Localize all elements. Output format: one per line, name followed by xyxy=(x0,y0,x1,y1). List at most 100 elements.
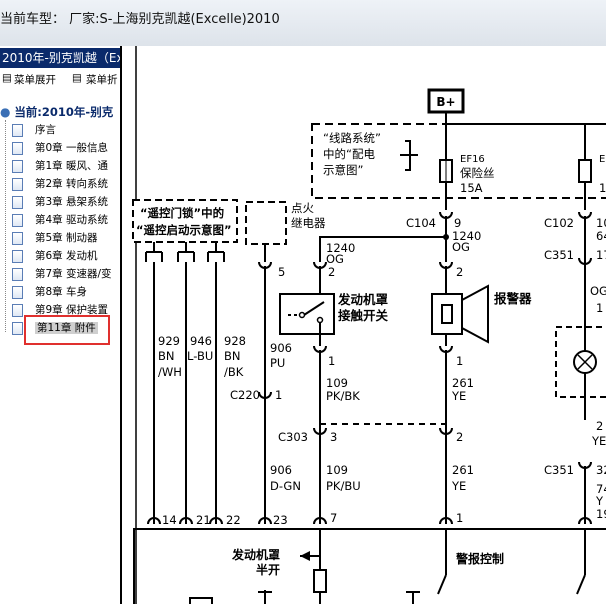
document-icon xyxy=(12,249,23,263)
tree-item-label: 第8章 车身 xyxy=(35,286,88,298)
wire-74-color: Y xyxy=(595,494,604,508)
pin-1-bottom: 1 xyxy=(456,511,463,525)
fuse-ef-right xyxy=(578,159,592,183)
circuit-ref-line2: 中的“配电 xyxy=(323,147,375,161)
document-icon xyxy=(12,159,23,173)
tree-item-ch3[interactable]: 第3章 悬架系统 xyxy=(12,194,108,210)
wiring-diagram-viewer[interactable]: B+ “线路系统” 中的“配电 示意图” EF16 保险丝 15A EF 1 C… xyxy=(120,46,606,608)
document-icon xyxy=(12,267,23,281)
wire-906b-color: D-GN xyxy=(270,479,301,493)
tree-item-label: 第7章 变速器/变 xyxy=(35,268,112,280)
tree-item-ch9[interactable]: 第9章 保护装置 xyxy=(12,302,108,318)
pin-1-c220: 1 xyxy=(275,388,282,402)
hood-switch-label-1: 发动机罩 xyxy=(337,292,389,307)
wire-64: 64 xyxy=(596,229,606,243)
connector-c220: C220 xyxy=(230,388,260,402)
pin-17: 17 xyxy=(596,248,606,262)
wire-929: 929 xyxy=(158,334,180,348)
expand-menu-icon[interactable]: ▤ xyxy=(2,72,12,84)
control-module-outline xyxy=(133,528,606,608)
wire-ye-right: YE xyxy=(591,434,606,448)
ignition-relay-outline xyxy=(245,201,287,245)
wire-109b-color: PK/BU xyxy=(326,479,361,493)
car-folder-icon: ● xyxy=(0,105,11,119)
wire-928-color2: /BK xyxy=(224,365,244,379)
ignition-relay-line2: 继电器 xyxy=(291,216,326,230)
expand-menu-button[interactable]: 菜单展开 xyxy=(14,74,56,86)
vehicle-title: 当前车型： 厂家:S-上海别克凯越(Excelle)2010 xyxy=(0,12,280,27)
tree-item-label: 第0章 一般信息 xyxy=(35,142,109,154)
hood-switch-label-2: 接触开关 xyxy=(338,308,389,323)
navigation-panel: 2010年-别克凯越（Exc ▤ 菜单展开 ▤ 菜单折 ● 当前:2010年-别… xyxy=(0,46,120,604)
document-icon xyxy=(12,231,23,245)
wire-929-color1: BN xyxy=(158,349,175,363)
selection-highlight xyxy=(24,315,110,345)
wire-109a: 109 xyxy=(326,376,348,390)
tree-item-ch5[interactable]: 第5章 制动器 xyxy=(12,230,98,246)
tree-root-label: 当前:2010年-别克 xyxy=(14,105,114,119)
pin-14: 14 xyxy=(162,513,177,527)
tree-connector xyxy=(5,120,7,332)
panel-toolbar: ▤ 菜单展开 ▤ 菜单折 xyxy=(0,70,120,88)
fuse-ef16-rating: 15A xyxy=(460,181,483,195)
pin-10: 10 xyxy=(596,216,606,230)
wire-261a: 261 xyxy=(452,376,474,390)
pin-2-alarm: 2 xyxy=(456,265,463,279)
resistor-icon xyxy=(313,569,327,593)
tree-item-label: 第5章 制动器 xyxy=(35,232,98,244)
tree-item-ch8[interactable]: 第8章 车身 xyxy=(12,284,87,300)
tree-item-ch7[interactable]: 第7章 变速器/变 xyxy=(12,266,112,282)
tree-item-label: 第2章 转向系统 xyxy=(35,178,109,190)
connector-c102: C102 xyxy=(544,216,574,230)
wire-928-color1: BN xyxy=(224,349,241,363)
tree-item-ch11[interactable]: 第11章 附件 xyxy=(12,320,98,336)
tree-item-ch4[interactable]: 第4章 驱动系统 xyxy=(12,212,108,228)
collapse-menu-button[interactable]: 菜单折 xyxy=(86,74,118,86)
wire-906b: 906 xyxy=(270,463,292,477)
wire-109a-color: PK/BK xyxy=(326,389,360,403)
hood-half-label-2: 半开 xyxy=(256,562,280,577)
pin-5: 5 xyxy=(278,265,285,279)
wire-946-color: L-BU xyxy=(187,349,213,363)
pin-1-hood: 1 xyxy=(328,354,335,368)
circuit-ref-line1: “线路系统” xyxy=(323,131,381,145)
pin-21: 21 xyxy=(196,513,211,527)
tree-item-ch0[interactable]: 第0章 一般信息 xyxy=(12,140,108,156)
tree-item-preface[interactable]: 序言 xyxy=(12,122,56,138)
fuse-right-rating: 1 xyxy=(599,181,606,195)
alarm-label: 报警器 xyxy=(494,291,532,306)
fuse-ef16-name: 保险丝 xyxy=(460,166,495,180)
wire-946: 946 xyxy=(190,334,212,348)
title-bar: 当前车型： 厂家:S-上海别克凯越(Excelle)2010 xyxy=(0,0,606,47)
pin-1-right: 1 xyxy=(596,301,603,315)
fuse-ef16-label: EF16 xyxy=(460,154,485,165)
connector-c104: C104 xyxy=(406,216,436,230)
wire-109b: 109 xyxy=(326,463,348,477)
connector-c351b: C351 xyxy=(544,463,574,477)
remote-ref-line2: “遥控启动示意图” xyxy=(136,223,232,237)
document-icon xyxy=(12,123,23,137)
wire-928: 928 xyxy=(224,334,246,348)
collapse-menu-icon[interactable]: ▤ xyxy=(72,72,82,84)
document-icon xyxy=(12,285,23,299)
document-icon xyxy=(12,177,23,191)
tree-item-ch6[interactable]: 第6章 发动机 xyxy=(12,248,98,264)
tree-item-ch1[interactable]: 第1章 暖风、通 xyxy=(12,158,108,174)
pin-1-alarm: 1 xyxy=(456,354,463,368)
pin-32: 32 xyxy=(596,463,606,477)
wire-906a: 906 xyxy=(270,341,292,355)
connector-c303: C303 xyxy=(278,430,308,444)
ignition-relay-line1: 点火 xyxy=(291,201,314,215)
wire-og-right: OG xyxy=(590,284,606,298)
pin-22: 22 xyxy=(226,513,241,527)
wire-1240b-color: OG xyxy=(326,252,344,266)
wiring-diagram: B+ “线路系统” 中的“配电 示意图” EF16 保险丝 15A EF 1 C… xyxy=(120,46,606,608)
wire-261a-color: YE xyxy=(451,389,466,403)
document-icon xyxy=(12,141,23,155)
tree-item-label: 第11章 附件 xyxy=(35,322,98,334)
pin-2-c303: 2 xyxy=(456,430,463,444)
tree-item-ch2[interactable]: 第2章 转向系统 xyxy=(12,176,108,192)
tree-item-label: 第1章 暖风、通 xyxy=(35,160,109,172)
document-icon xyxy=(12,303,23,317)
tree-root[interactable]: ● 当前:2010年-别克 xyxy=(0,104,113,120)
